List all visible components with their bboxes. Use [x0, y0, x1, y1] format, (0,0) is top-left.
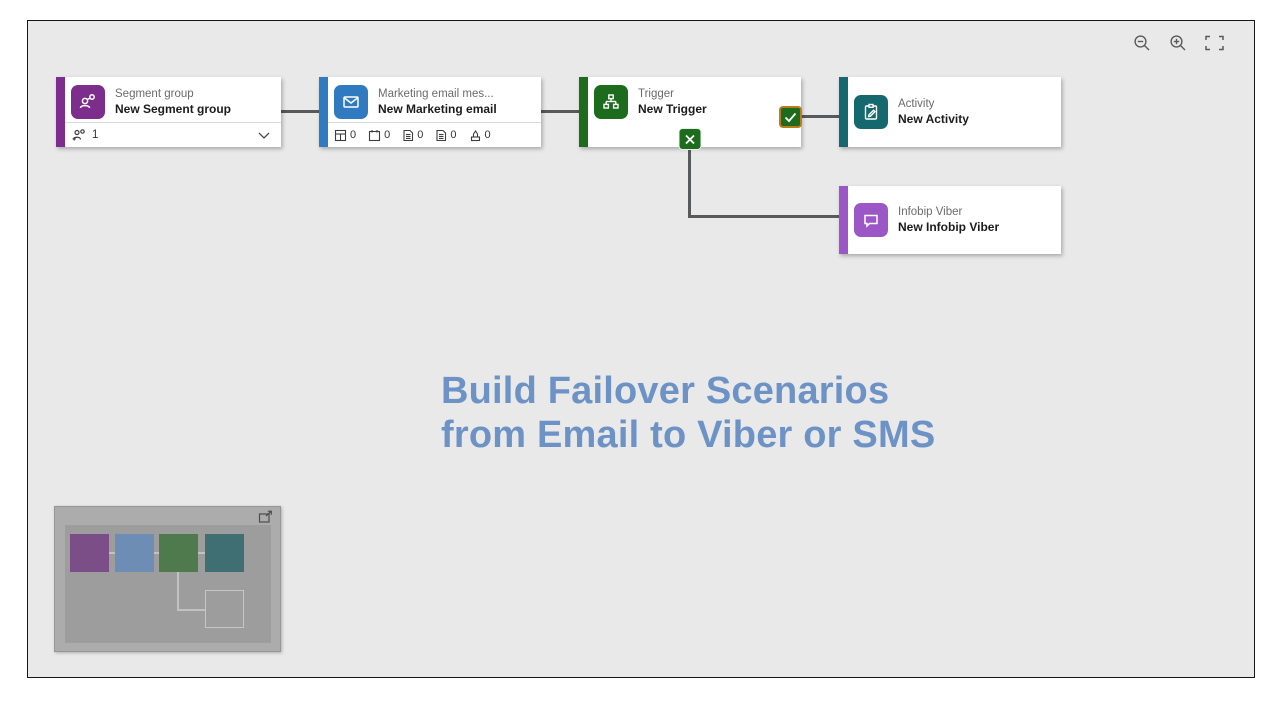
email-stats-footer: 0 0 0 0: [328, 122, 541, 147]
headline-line1: Build Failover Scenarios: [441, 370, 890, 412]
page-icon: [436, 129, 447, 141]
zoom-out-icon[interactable]: [1133, 34, 1151, 52]
minimap-node-segment: [70, 534, 109, 572]
trigger-accent-bar: [579, 77, 588, 147]
segment-accent-bar: [56, 77, 65, 147]
minimap-link: [198, 552, 205, 554]
node-name-label: New Activity: [898, 112, 969, 126]
node-type-label: Activity: [898, 98, 935, 110]
minimap[interactable]: [54, 506, 281, 652]
sitemap-icon: [594, 85, 628, 119]
trigger-false-branch-badge[interactable]: [678, 128, 702, 150]
segment-footer: 1: [65, 122, 281, 147]
connector-trigger-viber-vertical: [688, 147, 691, 218]
minimap-inner[interactable]: [65, 525, 271, 643]
connector-segment-email: [281, 110, 319, 113]
page-icon: [403, 129, 414, 141]
minimap-branch-vertical: [177, 572, 179, 610]
connector-trigger-activity: [801, 115, 839, 118]
node-trigger[interactable]: Trigger New Trigger: [579, 77, 802, 150]
node-name-label: New Marketing email: [378, 102, 497, 116]
node-name-label: New Segment group: [115, 102, 232, 116]
viber-accent-bar: [839, 186, 848, 254]
calendar-icon: [369, 129, 381, 141]
node-type-label: Infobip Viber: [898, 206, 963, 218]
email-stat: 0: [334, 129, 356, 142]
trigger-true-branch-badge[interactable]: [779, 106, 802, 128]
node-activity[interactable]: Activity New Activity: [839, 77, 1061, 147]
email-accent-bar: [319, 77, 328, 147]
journey-canvas: Segment group New Segment group 1: [27, 20, 1255, 678]
minimap-link: [154, 552, 159, 554]
node-segment-group[interactable]: Segment group New Segment group 1: [56, 77, 281, 147]
node-marketing-email[interactable]: Marketing email mes... New Marketing ema…: [319, 77, 541, 147]
node-type-label: Segment group: [115, 88, 194, 100]
clipboard-pencil-icon: [854, 95, 888, 129]
node-infobip-viber[interactable]: Infobip Viber New Infobip Viber: [839, 186, 1061, 254]
zoom-in-icon[interactable]: [1169, 34, 1187, 52]
email-stat: 0: [435, 129, 457, 142]
x-icon: [685, 134, 695, 144]
node-name-label: New Infobip Viber: [898, 220, 1000, 234]
email-stat: 0: [469, 129, 491, 142]
node-type-label: Marketing email mes...: [378, 88, 494, 100]
table-icon: [334, 129, 347, 141]
open-minimap-icon[interactable]: [258, 510, 273, 524]
connector-trigger-viber-horizontal: [688, 215, 840, 218]
minimap-node-viber-outline: [205, 590, 244, 628]
segment-audience-count: 1: [92, 129, 99, 141]
canvas-zoom-controls: [1133, 34, 1224, 52]
activity-accent-bar: [839, 77, 848, 147]
chevron-down-icon[interactable]: [257, 131, 271, 140]
connector-email-trigger: [541, 110, 579, 113]
segment-icon: [71, 85, 105, 119]
minimap-node-email: [115, 534, 154, 572]
email-stat: 0: [402, 129, 423, 142]
fit-to-screen-icon[interactable]: [1205, 35, 1224, 51]
email-stat: 0: [368, 129, 390, 142]
node-type-label: Trigger: [638, 88, 674, 100]
email-icon: [334, 85, 368, 119]
headline-text: Build Failover Scenarios from Email to V…: [441, 369, 935, 457]
stamp-icon: [470, 129, 480, 141]
headline-line2: from Email to Viber or SMS: [441, 414, 936, 456]
person-add-icon: [72, 129, 85, 141]
node-name-label: New Trigger: [638, 102, 707, 116]
check-icon: [784, 112, 797, 122]
minimap-node-trigger: [159, 534, 198, 572]
minimap-link: [109, 552, 115, 554]
minimap-branch-horizontal: [177, 609, 205, 611]
minimap-node-activity: [205, 534, 244, 572]
chat-bubble-icon: [854, 203, 888, 237]
